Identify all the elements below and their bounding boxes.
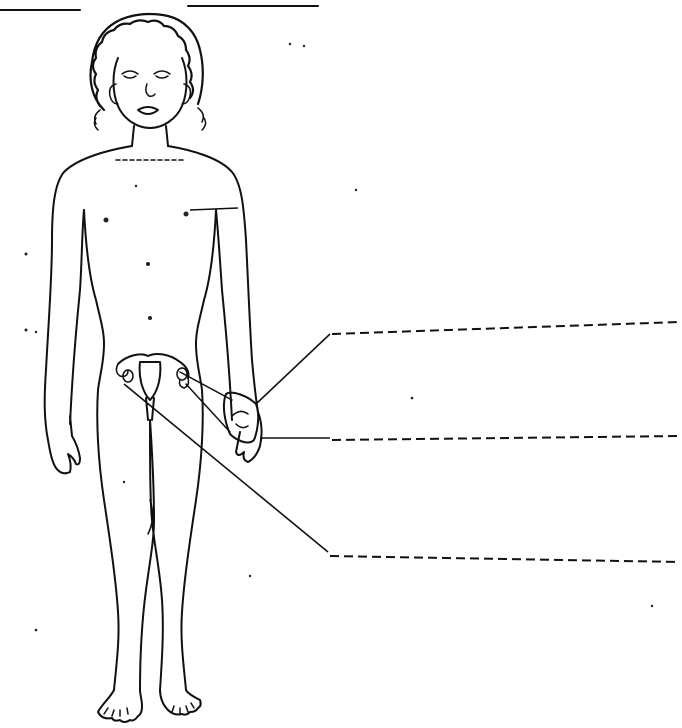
- scan-specks: [25, 43, 654, 632]
- left-foot: [98, 690, 142, 722]
- face-outline: [114, 58, 187, 128]
- right-ovary: [177, 368, 187, 380]
- uterus: [140, 362, 161, 400]
- fallopian-tubes: [118, 354, 189, 378]
- nose: [146, 84, 155, 96]
- blank-middle[interactable]: [332, 436, 680, 440]
- top-border-lines: [0, 6, 318, 10]
- left-arm: [45, 146, 132, 468]
- mouth: [138, 107, 158, 114]
- head: [91, 14, 206, 160]
- label-blanks: [330, 322, 680, 562]
- inset-box: [224, 393, 258, 443]
- right-eye: [154, 71, 170, 78]
- inset-detail: [180, 372, 258, 442]
- leader-line-upper: [256, 334, 330, 404]
- blank-upper[interactable]: [332, 322, 680, 334]
- left-eye: [122, 71, 138, 78]
- leader-lines: [124, 208, 330, 552]
- vagina: [146, 398, 154, 420]
- blank-lower[interactable]: [330, 556, 680, 562]
